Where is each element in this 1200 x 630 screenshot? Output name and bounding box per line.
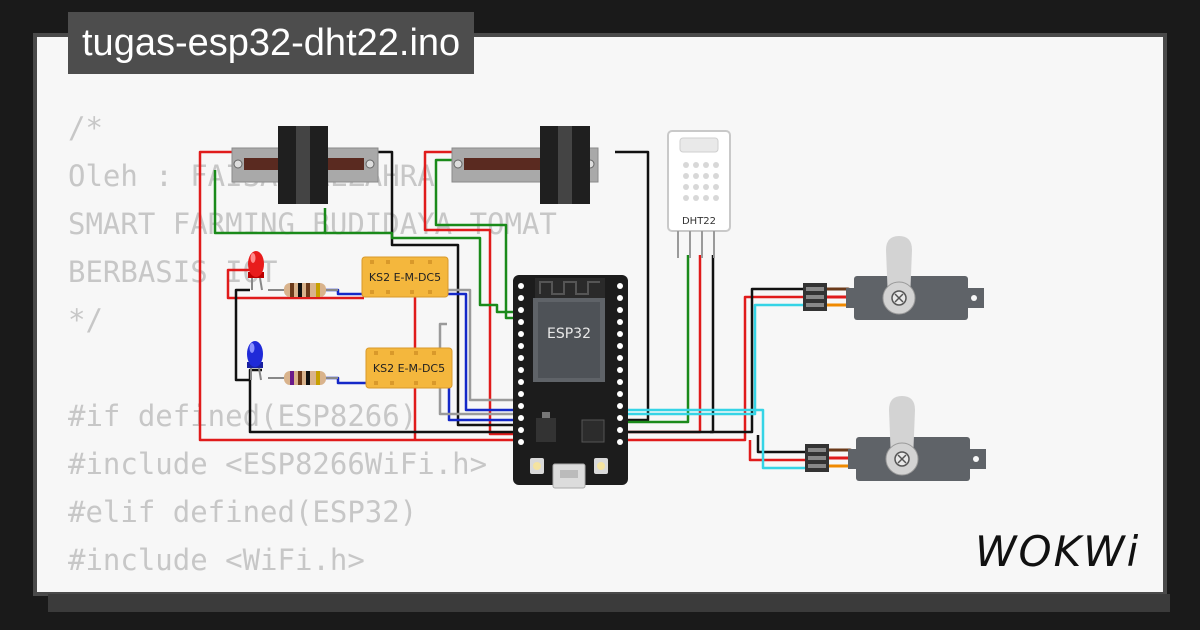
servo-2[interactable] — [805, 396, 986, 481]
wire-cyan-servo2 — [625, 303, 805, 416]
led-red[interactable] — [248, 251, 264, 291]
wire-red-left-pot — [198, 150, 517, 442]
led-blue[interactable] — [247, 341, 263, 381]
wire-black-led — [248, 368, 517, 434]
slide-potentiometer-2[interactable] — [451, 126, 599, 204]
code-background: /*Oleh : FAISAL ALZAHRASMART FARMING BUD… — [68, 104, 628, 594]
resistor-2[interactable] — [268, 371, 338, 385]
code-line: SMART FARMING BUDIDAYA TOMAT — [68, 207, 557, 241]
wire-gray-relay1 — [447, 288, 517, 402]
code-line: #endif — [68, 584, 628, 594]
esp32-label: ESP32 — [547, 326, 591, 342]
code-line: #include <ESP8266WiFi.h> — [68, 447, 488, 481]
wire-black-led-2 — [234, 288, 250, 382]
wire-red-servo2 — [748, 440, 805, 462]
servo-1[interactable] — [803, 236, 984, 320]
wire-blue-relay1 — [447, 292, 517, 412]
dht22-sensor[interactable]: DHT22 — [667, 130, 731, 258]
dht22-label: DHT22 — [682, 216, 716, 227]
slide-potentiometer-1[interactable] — [231, 126, 379, 204]
wire-green-right-pot — [434, 158, 517, 320]
code-line: #include <WiFi.h> — [68, 543, 365, 577]
wire-red-servo1 — [625, 295, 805, 442]
wire-green-left-pot-2 — [325, 231, 517, 314]
esp32-board[interactable]: ESP32 — [513, 275, 628, 489]
wire-green-left-pot — [213, 170, 327, 235]
wire-black-left-pot — [368, 150, 517, 427]
wires — [198, 150, 805, 470]
wire-red-led — [226, 268, 364, 300]
relay-2[interactable]: KS2 E-M-DC5 — [365, 347, 453, 389]
code-line: /* — [68, 111, 103, 145]
code-line: */ — [68, 303, 103, 337]
wire-black-servo1 — [710, 287, 805, 434]
wire-red-right-pot — [423, 150, 517, 436]
wire-blue-relay2 — [447, 383, 517, 422]
wire-green-dht — [625, 255, 690, 424]
relay-1[interactable]: KS2 E-M-DC5 — [361, 256, 449, 298]
resistor-1[interactable] — [268, 283, 338, 297]
wokwi-logo: WOKWi — [975, 527, 1141, 576]
code-line: #elif defined(ESP32) — [68, 495, 418, 529]
relay-2-label: KS2 E-M-DC5 — [373, 362, 445, 375]
wire-black-right-pot — [615, 150, 650, 422]
code-line: #if defined(ESP8266) — [68, 399, 418, 433]
frame-shadow — [48, 594, 1170, 612]
project-title: tugas-esp32-dht22.ino — [68, 12, 475, 74]
wire-cyan-servo1 — [625, 408, 805, 470]
relay-1-label: KS2 E-M-DC5 — [369, 271, 441, 284]
wire-black-servo2 — [756, 435, 805, 454]
